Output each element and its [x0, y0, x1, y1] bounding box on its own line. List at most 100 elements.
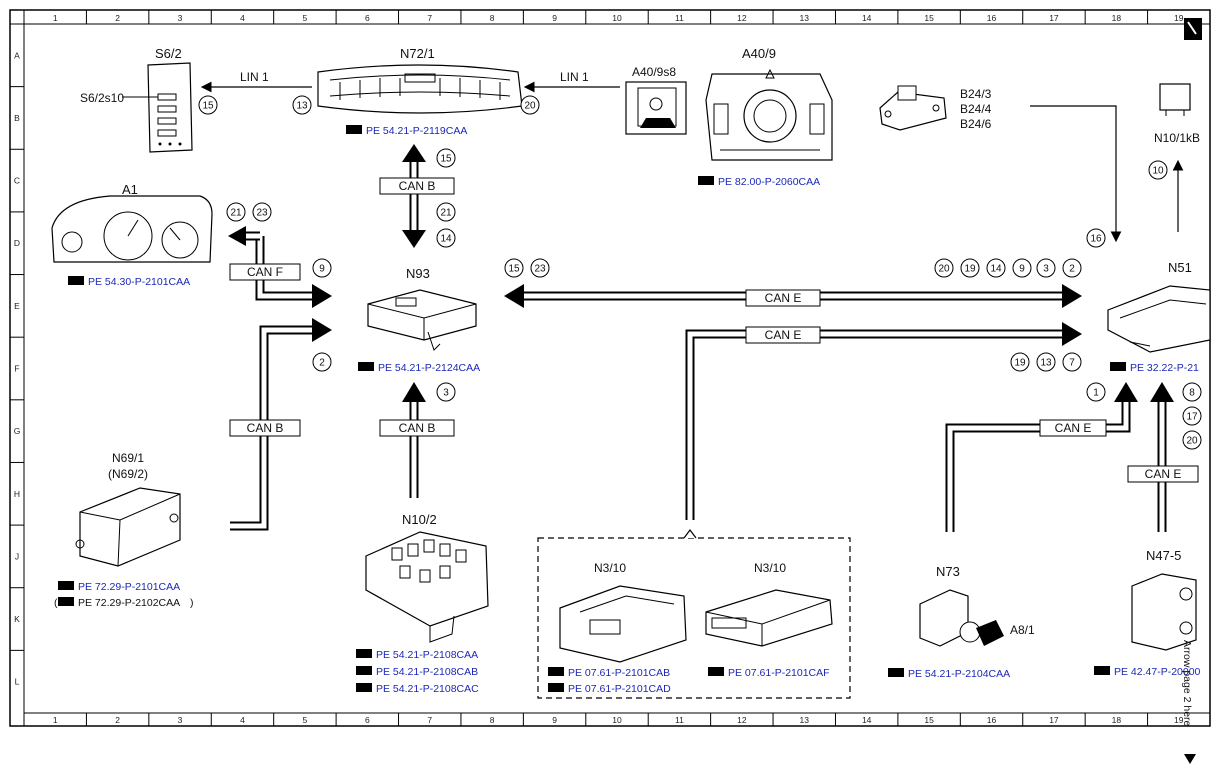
signal-number-text: 23 — [256, 208, 268, 219]
grid-col-label: 11 — [675, 13, 684, 23]
signal-number-circle: 3 — [436, 382, 456, 402]
grid-col-label: 4 — [240, 13, 245, 23]
side-note: Arrow page 2 here — [1181, 640, 1196, 764]
grid-col-label: 10 — [612, 715, 622, 725]
grid-col-label: 10 — [612, 13, 622, 23]
grid-col-label: 2 — [115, 715, 120, 725]
label-n73: N73 — [936, 564, 960, 579]
signal-number-circle: 16 — [1086, 228, 1106, 248]
ref-a1: PE 54.30-P-2101CAA — [68, 276, 190, 288]
grid-row-label: L — [15, 677, 20, 687]
label-n721: N72/1 — [400, 46, 435, 61]
grid-row-label: B — [14, 113, 20, 123]
label-n692: (N69/2) — [108, 467, 148, 481]
grid-col-label: 1 — [53, 13, 58, 23]
label-n691: N69/1 — [112, 451, 144, 465]
signal-number-text: 14 — [440, 234, 452, 245]
label-a1: A1 — [122, 182, 138, 197]
signal-number-circle: 8 — [1182, 382, 1202, 402]
grid-row-label: D — [14, 238, 20, 248]
ref-n51: PE 32.22-P-21 — [1110, 362, 1199, 374]
signal-number-circle: 1 — [1086, 382, 1106, 402]
signal-number-circle: 3 — [1036, 258, 1056, 278]
grid-col-label: 19 — [1174, 13, 1184, 23]
signal-number-circle: 20 — [934, 258, 954, 278]
grid-col-label: 13 — [800, 715, 810, 725]
ref-n102b-text: PE 54.21-P-2108CAB — [376, 666, 478, 678]
signal-number-circle: 23 — [252, 202, 272, 222]
ref-n475: PE 42.47-P-20000 — [1094, 666, 1201, 678]
grid-col-label: 16 — [987, 13, 997, 23]
b24-sensor-icon — [879, 85, 947, 131]
bus-lines — [200, 81, 1184, 532]
signal-number-text: 14 — [990, 264, 1002, 275]
grid-col-label: 13 — [800, 13, 810, 23]
grid-col-label: 11 — [675, 715, 684, 725]
side-note-text: Arrow page 2 here — [1181, 640, 1193, 727]
a81-key-icon — [976, 620, 1004, 646]
ref-a409: PE 82.00-P-2060CAA — [698, 176, 820, 188]
grid-col-label: 12 — [737, 13, 747, 23]
bus-canb-top-label: CAN B — [399, 179, 436, 193]
grid-row-label: F — [14, 364, 19, 374]
ref-a1-text: PE 54.30-P-2101CAA — [88, 276, 190, 288]
grid-row-label: E — [14, 301, 20, 311]
n73-ignition-switch-icon — [919, 589, 981, 647]
signal-number-circle: 10 — [1148, 160, 1168, 180]
signal-number-circle: 17 — [1182, 406, 1202, 426]
svg-text:): ) — [190, 597, 194, 609]
bus-canf-label: CAN F — [247, 265, 283, 279]
signal-number-circle: 15 — [198, 95, 218, 115]
bus-labels: LIN 1 LIN 1 CAN B CAN F CAN B CAN B CAN … — [229, 70, 1199, 483]
signal-number-circle: 9 — [312, 258, 332, 278]
ref-n102: PE 54.21-P-2108CAA PE 54.21-P-2108CAB PE… — [356, 649, 479, 695]
grid-col-label: 3 — [178, 715, 183, 725]
ref-n102a-text: PE 54.21-P-2108CAA — [376, 649, 478, 661]
bus-cane-far-label: CAN E — [1145, 467, 1182, 481]
reference-labels: PE 54.21-P-2119CAA PE 82.00-P-2060CAA PE… — [54, 125, 1201, 695]
signal-number-text: 21 — [440, 208, 452, 219]
signal-number-text: 2 — [319, 358, 325, 369]
signal-number-text: 20 — [524, 101, 536, 112]
grid-col-label: 1 — [53, 715, 58, 725]
grid-col-label: 17 — [1049, 13, 1059, 23]
label-a409s8: A40/9s8 — [632, 65, 676, 79]
label-a81: A8/1 — [1010, 623, 1035, 637]
n51-module-icon — [1107, 285, 1211, 353]
signal-number-circle: 19 — [1010, 352, 1030, 372]
signal-number-circle: 2 — [1062, 258, 1082, 278]
ref-n692-text: PE 72.29-P-2102CAA — [78, 597, 180, 609]
grid-col-label: 6 — [365, 13, 370, 23]
signal-number-circle: 20 — [520, 95, 540, 115]
ref-n73: PE 54.21-P-2104CAA — [888, 668, 1010, 680]
grid-col-label: 4 — [240, 715, 245, 725]
signal-number-circle: 21 — [436, 202, 456, 222]
grid-col-label: 8 — [490, 715, 495, 725]
grid-col-label: 16 — [987, 715, 997, 725]
signal-number-text: 15 — [202, 101, 214, 112]
signal-number-circle: 21 — [226, 202, 246, 222]
grid-col-label: 5 — [303, 13, 308, 23]
label-n475: N47-5 — [1146, 548, 1181, 563]
label-n102: N10/2 — [402, 512, 437, 527]
grid-col-label: 18 — [1112, 715, 1122, 725]
ref-n73-text: PE 54.21-P-2104CAA — [908, 668, 1010, 680]
signal-number-circle: 13 — [292, 95, 312, 115]
n310a-engine-ecu-icon — [559, 585, 687, 663]
signal-number-circle: 20 — [1182, 430, 1202, 450]
ref-n310b-text: PE 07.61-P-2101CAF — [728, 667, 830, 679]
grid-col-label: 17 — [1049, 715, 1059, 725]
bus-canb-left-label: CAN B — [247, 421, 284, 435]
ref-n691: PE 72.29-P-2101CAA — [58, 581, 180, 593]
ref-n51-text: PE 32.22-P-21 — [1130, 362, 1199, 374]
signal-number-text: 19 — [964, 264, 976, 275]
grid-col-label: 9 — [552, 13, 557, 23]
label-b244: B24/4 — [960, 102, 992, 116]
frame: 1122334455667788991010111112121313141415… — [9, 9, 1211, 727]
signal-number-circle: 15 — [436, 148, 456, 168]
grid-col-label: 19 — [1174, 715, 1184, 725]
ref-n721-text: PE 54.21-P-2119CAA — [366, 125, 467, 137]
ref-a409-text: PE 82.00-P-2060CAA — [718, 176, 820, 188]
signal-number-circle: 23 — [530, 258, 550, 278]
